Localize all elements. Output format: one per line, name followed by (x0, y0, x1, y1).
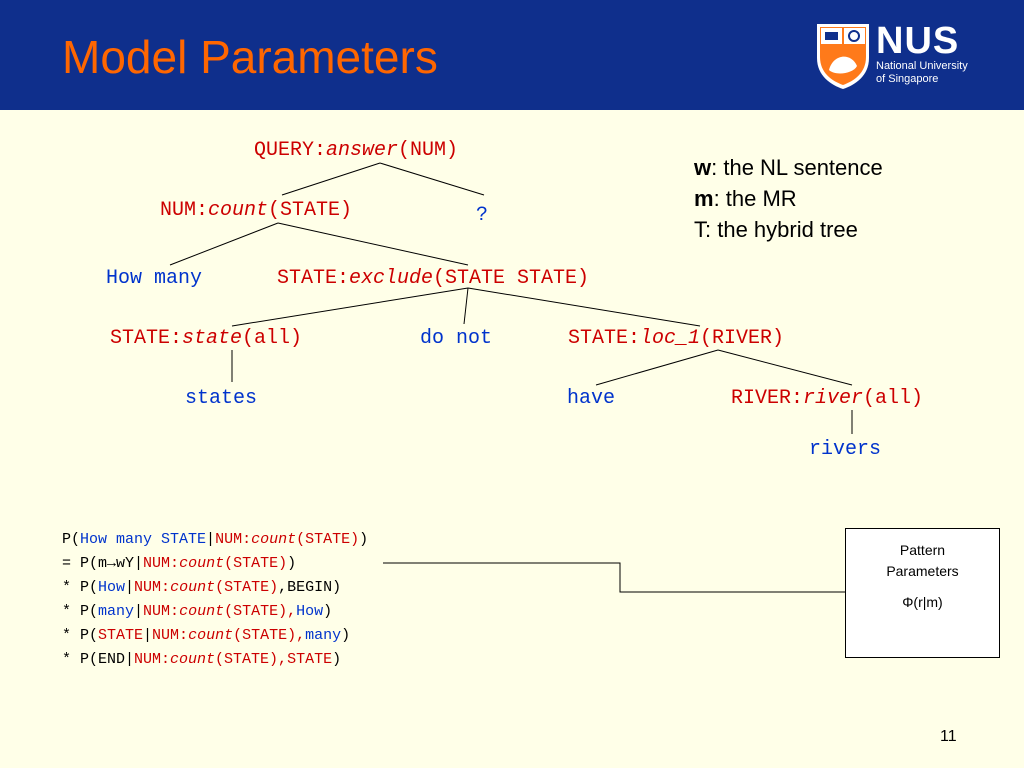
legend-text: : the MR (713, 186, 797, 211)
tree-word-how-many: How many (106, 267, 203, 290)
tree-word-states: states (185, 387, 258, 410)
formula-line-3: * P(How|NUM:count(STATE),BEGIN) (62, 579, 342, 596)
node-args: (STATE) (268, 199, 353, 222)
legend-key: w (694, 155, 712, 180)
box-line-1: Pattern (899, 542, 946, 558)
tree-word-have: have (567, 387, 616, 410)
node-args: (RIVER) (700, 327, 785, 350)
tree-word-do-not: do not (420, 327, 493, 350)
node-prefix: QUERY: (254, 139, 327, 162)
tree-node-exclude: STATE:exclude(STATE STATE) (277, 267, 589, 290)
page-number: 11 (940, 728, 957, 745)
legend-text: : the NL sentence (711, 155, 883, 180)
node-function: answer (326, 139, 399, 162)
logo-line-1: National University (876, 60, 968, 72)
box-line-2: Parameters (886, 563, 959, 579)
probability-formula: P(How many STATE|NUM:count(STATE)) = P(m… (62, 528, 368, 672)
legend-key: m (694, 186, 714, 211)
tree-word-rivers: rivers (809, 438, 882, 461)
tree-node-river: RIVER:river(all) (731, 387, 923, 410)
node-args: (STATE STATE) (433, 267, 590, 290)
tree-word-question-mark: ? (476, 204, 489, 227)
node-function: river (803, 387, 864, 410)
node-args: (all) (863, 387, 924, 410)
formula-line-1: P(How many STATE|NUM:count(STATE)) (62, 531, 369, 548)
node-function: exclude (349, 267, 434, 290)
logo-name: NUS (876, 20, 960, 62)
legend-w: w: the NL sentence (694, 152, 883, 183)
pattern-parameters-box: Pattern Parameters Φ(r|m) (845, 528, 1000, 658)
formula-line-4: * P(many|NUM:count(STATE),How) (62, 603, 333, 620)
tree-node-loc: STATE:loc_1(RIVER) (568, 327, 784, 350)
legend-text: T: the hybrid tree (694, 217, 858, 242)
tree-node-query: QUERY:answer(NUM) (254, 139, 458, 162)
slide-title: Model Parameters (62, 31, 438, 83)
notation-legend: w: the NL sentence m: the MR T: the hybr… (694, 152, 883, 245)
node-function: loc_1 (640, 327, 701, 350)
nus-logo-text: NUS National University of Singapore (876, 22, 968, 86)
node-prefix: STATE: (277, 267, 350, 290)
node-args: (all) (242, 327, 303, 350)
node-prefix: NUM: (160, 199, 209, 222)
nus-crest-logo (817, 24, 869, 89)
arrow-icon: → (107, 555, 117, 572)
node-function: state (182, 327, 243, 350)
formula-line-2: = P(m→wY|NUM:count(STATE)) (62, 555, 297, 572)
legend-m: m: the MR (694, 183, 883, 214)
formula-line-6: * P(END|NUM:count(STATE),STATE) (62, 651, 342, 668)
logo-line-2: of Singapore (876, 73, 939, 85)
box-phi: Φ(r|m) (902, 594, 943, 610)
node-prefix: STATE: (110, 327, 183, 350)
legend-t: T: the hybrid tree (694, 214, 883, 245)
node-args: (NUM) (398, 139, 459, 162)
formula-line-5: * P(STATE|NUM:count(STATE),many) (62, 627, 351, 644)
tree-node-state-all: STATE:state(all) (110, 327, 302, 350)
tree-node-num-count: NUM:count(STATE) (160, 199, 352, 222)
slide-header: Model Parameters NUS National University… (0, 0, 1024, 110)
node-prefix: STATE: (568, 327, 641, 350)
node-prefix: RIVER: (731, 387, 804, 410)
node-function: count (208, 199, 269, 222)
